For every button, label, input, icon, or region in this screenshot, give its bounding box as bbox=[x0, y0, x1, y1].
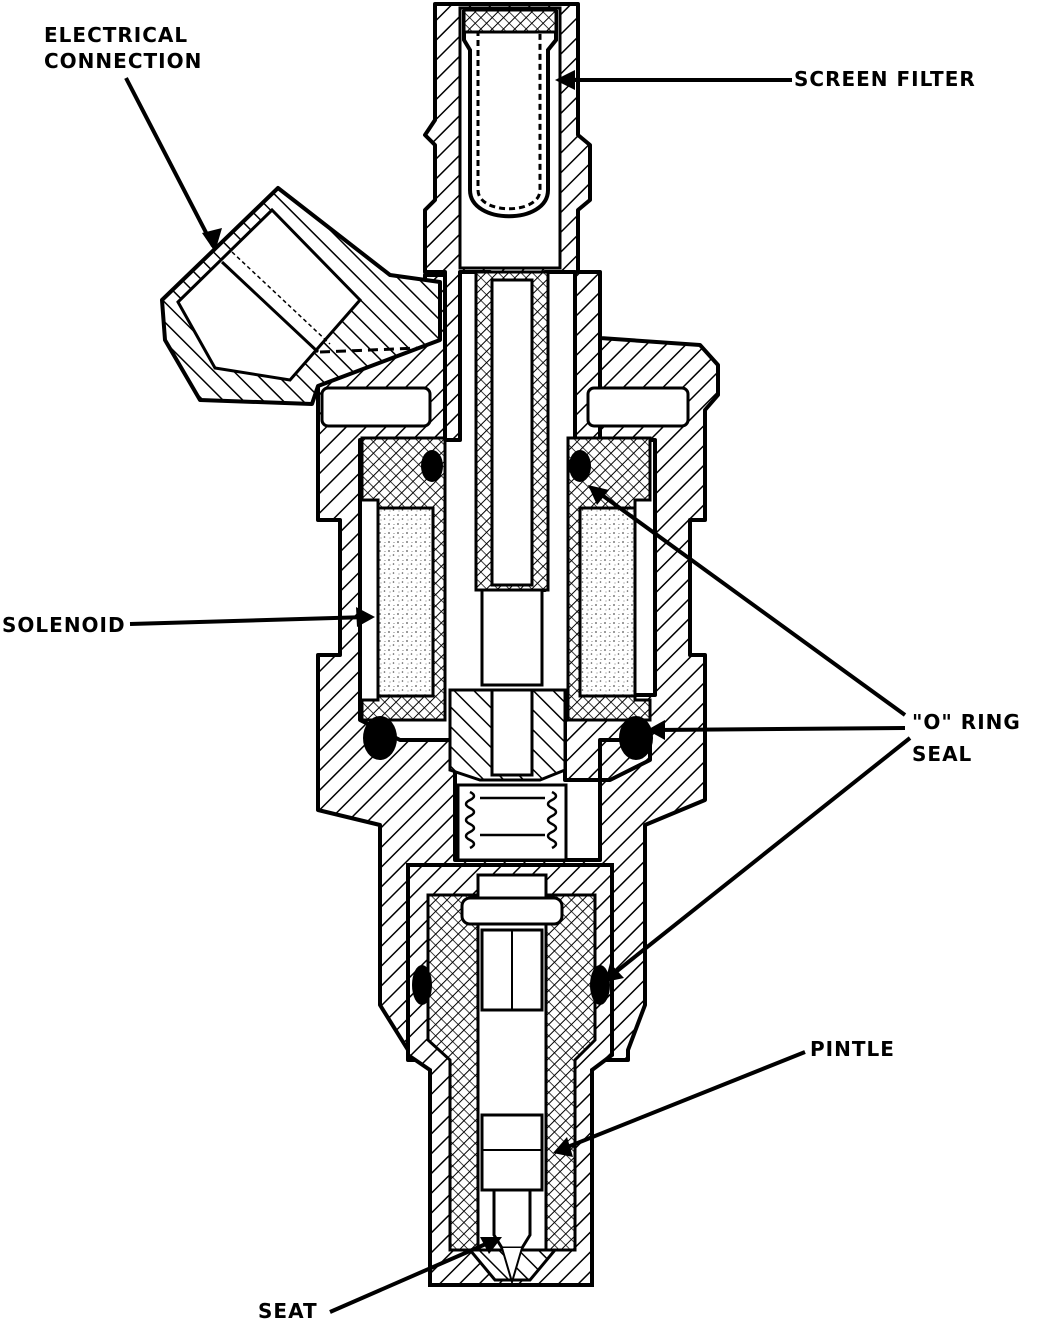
label-electrical-connection: ELECTRICAL CONNECTION bbox=[44, 22, 202, 74]
pintle-hex bbox=[480, 1113, 544, 1192]
label-seat: SEAT bbox=[258, 1299, 318, 1323]
screen-filter bbox=[462, 10, 558, 219]
leader-lines bbox=[124, 77, 912, 1314]
o-ring-upper-left bbox=[421, 450, 443, 482]
return-spring bbox=[464, 790, 558, 850]
label-electrical-line1: ELECTRICAL bbox=[44, 23, 189, 47]
electrical-connector bbox=[160, 186, 442, 406]
label-o-ring-line2: SEAL bbox=[912, 742, 973, 766]
spring-seat bbox=[480, 588, 544, 687]
center-bore bbox=[490, 278, 534, 587]
label-screen-filter: SCREEN FILTER bbox=[794, 67, 976, 91]
leader-electrical bbox=[124, 77, 215, 247]
o-ring-lower-left bbox=[412, 965, 432, 1005]
label-electrical-line2: CONNECTION bbox=[44, 49, 203, 73]
solenoid-coil-left bbox=[376, 506, 435, 698]
label-o-ring-line1: "O" RING bbox=[912, 710, 1021, 734]
o-ring-upper-right bbox=[569, 450, 591, 482]
filter-cap bbox=[462, 8, 558, 34]
solenoid-coil-right bbox=[578, 506, 637, 698]
o-ring-middle-left bbox=[363, 716, 397, 760]
label-solenoid: SOLENOID bbox=[2, 613, 126, 637]
leader-oring-1 bbox=[593, 488, 907, 717]
armature-bore bbox=[490, 688, 534, 777]
label-o-ring-seal: "O" RING SEAL bbox=[912, 706, 1021, 770]
pintle-collar bbox=[460, 896, 564, 926]
leader-oring-3 bbox=[610, 736, 912, 977]
spray-orifice bbox=[501, 1247, 523, 1286]
screen-filter-mesh bbox=[476, 30, 542, 211]
leader-pintle bbox=[559, 1050, 806, 1152]
leader-solenoid bbox=[129, 615, 369, 626]
cap-plate-left bbox=[320, 386, 432, 428]
leader-oring-2 bbox=[654, 726, 906, 732]
label-pintle: PINTLE bbox=[810, 1037, 895, 1061]
leader-seat bbox=[329, 1238, 496, 1314]
cap-plate-right bbox=[586, 386, 690, 428]
o-ring-middle-right bbox=[619, 716, 653, 760]
o-ring-lower-right bbox=[590, 965, 610, 1005]
arrow-heads bbox=[202, 70, 665, 1254]
